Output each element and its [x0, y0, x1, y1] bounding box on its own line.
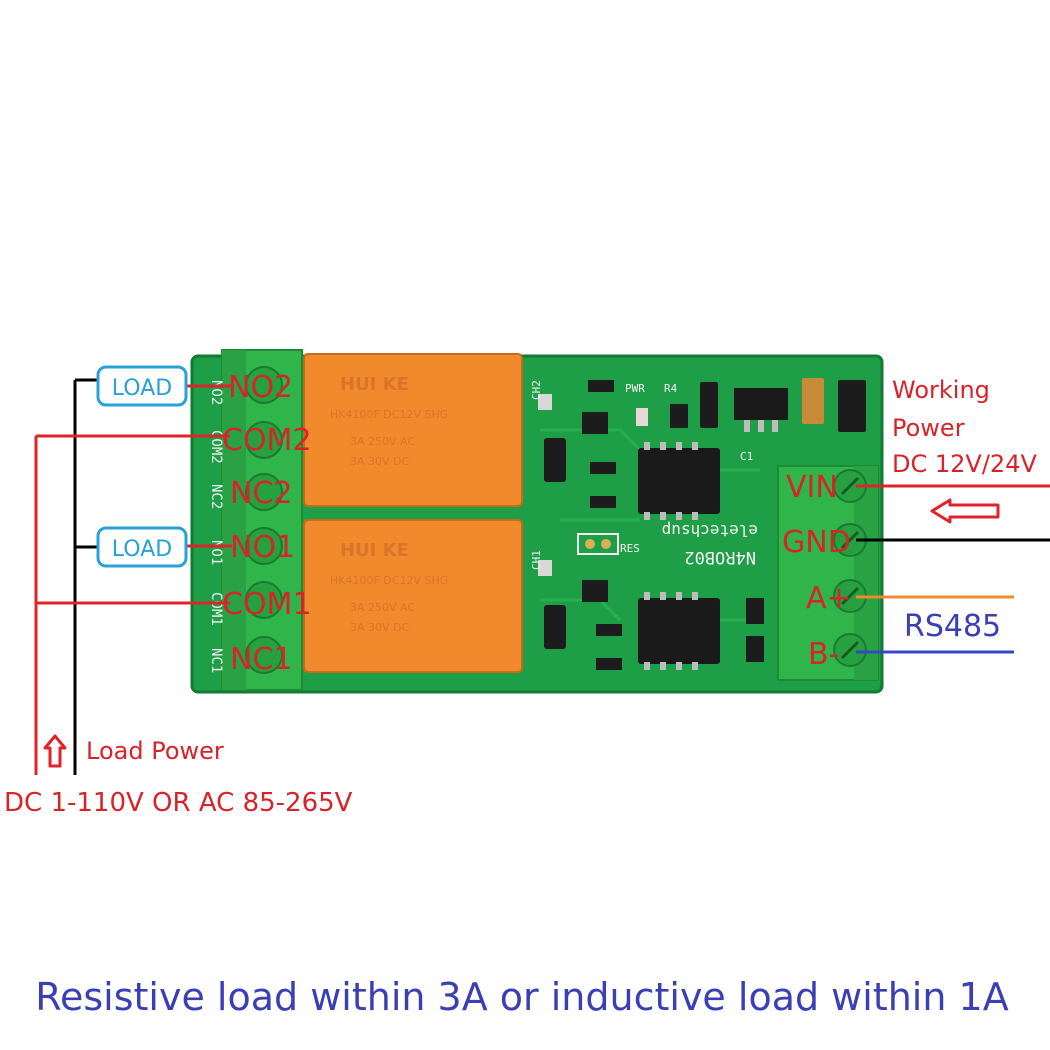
- silk-nc1: NC1: [208, 648, 224, 673]
- working-power-line1: Working: [892, 376, 990, 404]
- label-com2: COM2: [222, 423, 312, 458]
- label-b-minus: B-: [808, 637, 839, 672]
- label-com1: COM1: [222, 587, 312, 622]
- load-box-ch1: LOAD: [96, 526, 188, 568]
- silk-r4: R4: [664, 382, 678, 395]
- label-a-plus: A+: [806, 581, 852, 616]
- working-power-note: Working Power DC 12V/24V: [892, 376, 1037, 478]
- load-label-ch2: LOAD: [112, 376, 172, 401]
- right-terminal-labels: VIN GND A+ B-: [782, 470, 852, 672]
- relay-ch2-spec2: 3A 30V DC: [350, 455, 410, 468]
- relay-ch1-brand: HUI KE: [340, 540, 409, 561]
- silk-pwr: PWR: [625, 382, 645, 395]
- relay-ch2: HUI KE HK4100F DC12V SHG 3A 250V AC 3A 3…: [303, 353, 523, 507]
- left-terminal-labels: NO2 COM2 NC2 NO1 COM1 NC1: [222, 370, 312, 677]
- relay-ch1-coil: HK4100F DC12V SHG: [330, 574, 448, 587]
- label-nc2: NC2: [230, 476, 292, 511]
- board-model: N4ROB02: [684, 547, 756, 567]
- load-power-label: Load Power: [86, 737, 224, 765]
- silk-ch2: CH2: [530, 380, 543, 400]
- silk-c1: C1: [740, 450, 753, 463]
- label-no2: NO2: [228, 370, 293, 405]
- silk-com1: COM1: [208, 592, 224, 626]
- working-power-line2: Power: [892, 414, 965, 442]
- relay-ch2-coil: HK4100F DC12V SHG: [330, 408, 448, 421]
- relay-ch2-brand: HUI KE: [340, 374, 409, 395]
- silk-no1: NO1: [208, 540, 224, 565]
- silk-no2: NO2: [208, 380, 224, 405]
- label-nc1: NC1: [230, 642, 292, 677]
- working-power-line3: DC 12V/24V: [892, 450, 1037, 478]
- left-terminal-block: [221, 349, 303, 691]
- board-markings: eletechsup N4ROB02 PWR R4 RES C1 CH2 CH1: [530, 380, 758, 570]
- load-power-range: DC 1-110V OR AC 85-265V: [4, 788, 353, 818]
- rs485-label: RS485: [904, 609, 1001, 644]
- board-brand: eletechsup: [662, 521, 758, 540]
- load-box-ch2: LOAD: [96, 365, 188, 407]
- smd-components: [538, 378, 866, 670]
- relay-ch2-spec1: 3A 250V AC: [350, 435, 415, 448]
- silk-res: RES: [620, 542, 640, 555]
- power-wiring: [856, 484, 1050, 654]
- load-label-ch1: LOAD: [112, 537, 172, 562]
- silk-com2: COM2: [208, 430, 224, 464]
- silk-ch1: CH1: [530, 550, 543, 570]
- relay-ch1-spec2: 3A 30V DC: [350, 621, 410, 634]
- relay-ch1: HUI KE HK4100F DC12V SHG 3A 250V AC 3A 3…: [303, 519, 523, 673]
- footer-load-note: Resistive load within 3A or inductive lo…: [35, 975, 1008, 1019]
- left-screw-terminals: [245, 366, 283, 674]
- power-in-arrow-icon: [930, 498, 1000, 524]
- load-power-arrow-icon: [43, 734, 67, 768]
- relay-ch1-spec1: 3A 250V AC: [350, 601, 415, 614]
- load-wiring: [34, 378, 232, 775]
- label-gnd: GND: [782, 525, 851, 560]
- label-no1: NO1: [230, 530, 295, 565]
- silk-nc2: NC2: [208, 484, 224, 509]
- label-vin: VIN: [786, 470, 838, 505]
